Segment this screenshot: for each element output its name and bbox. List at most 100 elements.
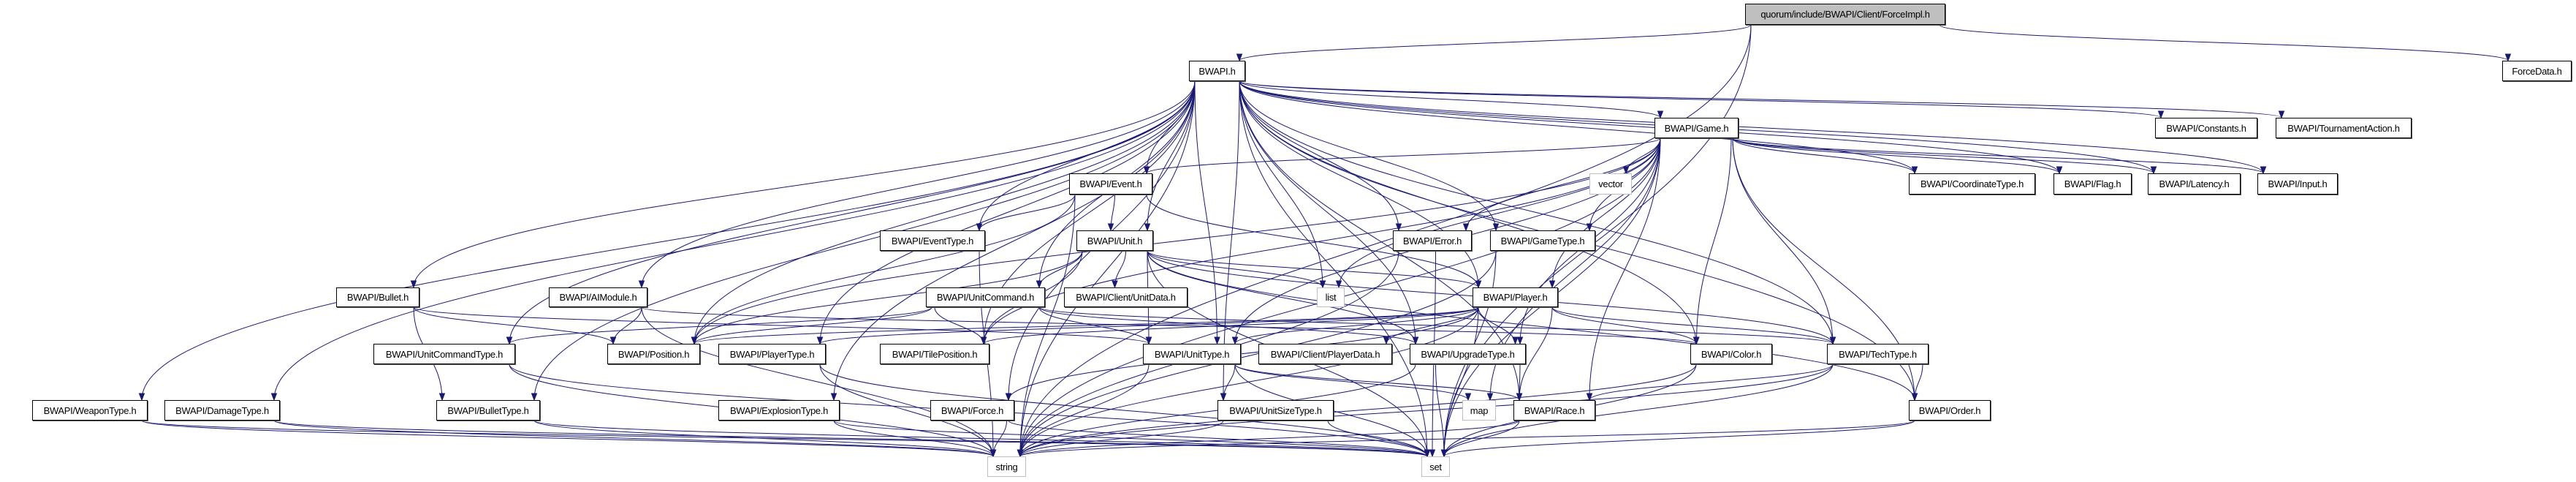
node-string[interactable]: string <box>987 456 1026 477</box>
edge-bwapi-to-weapontype <box>141 80 1196 401</box>
node-list[interactable]: list <box>1317 287 1345 307</box>
node-upgradetype[interactable]: BWAPI/UpgradeType.h <box>1410 344 1526 364</box>
arrowhead-icon <box>2157 110 2165 119</box>
edge-unit-to-position <box>694 250 1083 344</box>
edge-weapontype-to-set <box>141 420 1428 457</box>
node-bwapi[interactable]: BWAPI.h <box>1189 61 1245 81</box>
node-unitdata[interactable]: BWAPI/Client/UnitData.h <box>1064 287 1188 307</box>
node-force[interactable]: BWAPI/Force.h <box>930 400 1014 421</box>
edge-bwapi-to-position <box>694 80 1196 344</box>
arrowhead-icon <box>2260 166 2267 175</box>
node-explosiontype[interactable]: BWAPI/ExplosionType.h <box>718 400 840 421</box>
node-flag[interactable]: BWAPI/Flag.h <box>2053 173 2132 195</box>
arrowhead-icon <box>1464 393 1472 402</box>
node-event[interactable]: BWAPI/Event.h <box>1069 173 1152 195</box>
arrowhead-icon <box>1516 393 1523 402</box>
arrowhead-icon <box>1549 280 1556 289</box>
edge-unitcommand-to-tileposition <box>934 306 984 344</box>
node-aimodule[interactable]: BWAPI/AIModule.h <box>549 287 647 307</box>
node-player[interactable]: BWAPI/Player.h <box>1473 287 1558 307</box>
node-position[interactable]: BWAPI/Position.h <box>607 344 700 364</box>
edge-bullet-to-position <box>413 306 614 344</box>
edge-explosiontype-to-set <box>833 420 1428 457</box>
node-bullettype[interactable]: BWAPI/BulletType.h <box>436 400 540 421</box>
edge-weapontype-to-string <box>141 420 994 457</box>
edge-techtype-to-set <box>1443 364 1834 457</box>
node-techtype[interactable]: BWAPI/TechType.h <box>1827 344 1929 364</box>
edge-bwapi-to-input <box>1239 80 2264 174</box>
arrowhead-icon <box>1412 336 1419 345</box>
edge-bwapi-to-explosiontype <box>833 80 1196 401</box>
edge-bwapi-to-flag <box>1239 80 2060 174</box>
node-set[interactable]: set <box>1421 456 1450 477</box>
arrowhead-icon <box>1005 393 1012 402</box>
edge-damagetype-to-set <box>273 420 1428 457</box>
node-order[interactable]: BWAPI/Order.h <box>1909 400 1991 421</box>
arrowhead-icon <box>638 280 645 289</box>
node-tournamentaction[interactable]: BWAPI/TournamentAction.h <box>2276 118 2412 138</box>
edge-player-to-string <box>1019 306 1479 457</box>
arrowhead-icon <box>1383 336 1390 345</box>
arrowhead-icon <box>1512 336 1519 345</box>
node-coordinatetype[interactable]: BWAPI/CoordinateType.h <box>1909 173 2035 195</box>
node-map[interactable]: map <box>1462 400 1496 421</box>
edge-unitcommand-to-unitcommandtype <box>509 306 932 344</box>
node-weapontype[interactable]: BWAPI/WeaponType.h <box>32 400 148 421</box>
node-playertype[interactable]: BWAPI/PlayerType.h <box>718 344 826 364</box>
node-forceimpl[interactable]: quorum/include/BWAPI/Client/ForceImpl.h <box>1745 4 1945 25</box>
arrowhead-icon <box>2056 166 2063 175</box>
node-gametype[interactable]: BWAPI/GameType.h <box>1490 230 1595 251</box>
edge-force-to-set <box>1008 420 1428 457</box>
node-race[interactable]: BWAPI/Race.h <box>1513 400 1595 421</box>
edge-player-to-playerdata <box>1386 306 1479 344</box>
node-unit[interactable]: BWAPI/Unit.h <box>1076 230 1153 251</box>
edge-bwapi-to-bullet <box>413 80 1196 288</box>
node-playerdata[interactable]: BWAPI/Client/PlayerData.h <box>1258 344 1392 364</box>
edge-unittype-to-map <box>1234 364 1469 401</box>
edge-player-to-playertype <box>819 306 1479 344</box>
node-unitcommand[interactable]: BWAPI/UnitCommand.h <box>926 287 1045 307</box>
node-eventtype[interactable]: BWAPI/EventType.h <box>880 230 985 251</box>
arrowhead-icon <box>1145 336 1152 345</box>
arrowhead-icon <box>989 449 997 458</box>
arrowhead-icon <box>1220 393 1227 402</box>
edge-aimodule-to-position <box>612 306 642 344</box>
edge-event-to-position <box>694 194 1076 344</box>
edge-bullet-to-unittype <box>413 306 1150 344</box>
arrowhead-icon <box>1144 223 1151 232</box>
edge-player-to-upgradetype <box>1478 306 1516 344</box>
node-forcedata[interactable]: ForceData.h <box>2502 61 2572 81</box>
edge-game-to-color <box>1696 138 1732 344</box>
edge-player-to-position <box>694 306 1479 344</box>
node-color[interactable]: BWAPI/Color.h <box>1690 344 1772 364</box>
arrowhead-icon <box>531 393 538 402</box>
edge-player-to-force <box>1008 306 1479 401</box>
arrowhead-icon <box>1017 449 1024 458</box>
node-unitsizetype[interactable]: BWAPI/UnitSizeType.h <box>1217 400 1334 421</box>
edge-gametype-to-string <box>1019 250 1497 457</box>
node-damagetype[interactable]: BWAPI/DamageType.h <box>164 400 280 421</box>
node-input[interactable]: BWAPI/Input.h <box>2257 173 2338 195</box>
node-unitcommandtype[interactable]: BWAPI/UnitCommandType.h <box>373 344 515 364</box>
node-constants[interactable]: BWAPI/Constants.h <box>2155 118 2257 138</box>
node-bullet[interactable]: BWAPI/Bullet.h <box>336 287 419 307</box>
edge-bwapi-to-list <box>1239 80 1323 288</box>
node-tileposition[interactable]: BWAPI/TilePosition.h <box>880 344 989 364</box>
node-error[interactable]: BWAPI/Error.h <box>1393 230 1472 251</box>
node-latency[interactable]: BWAPI/Latency.h <box>2148 173 2241 195</box>
edge-unitsizetype-to-set <box>1327 420 1428 457</box>
node-vector[interactable]: vector <box>1589 173 1632 195</box>
node-game[interactable]: BWAPI/Game.h <box>1654 118 1739 138</box>
edge-techtype-to-string <box>1019 364 1834 457</box>
arrowhead-icon <box>830 393 837 402</box>
arrowhead-icon <box>138 393 145 402</box>
edge-game-to-event <box>1146 138 1661 174</box>
edge-bwapi-to-aimodule <box>641 80 1196 288</box>
arrowhead-icon <box>2150 166 2157 175</box>
node-unittype[interactable]: BWAPI/UnitType.h <box>1143 344 1241 364</box>
arrowhead-icon <box>976 223 983 232</box>
arrowhead-icon <box>980 336 987 345</box>
edge-unit-to-list <box>1147 250 1323 288</box>
edge-game-to-list <box>1338 138 1661 288</box>
arrowhead-icon <box>1475 280 1482 289</box>
